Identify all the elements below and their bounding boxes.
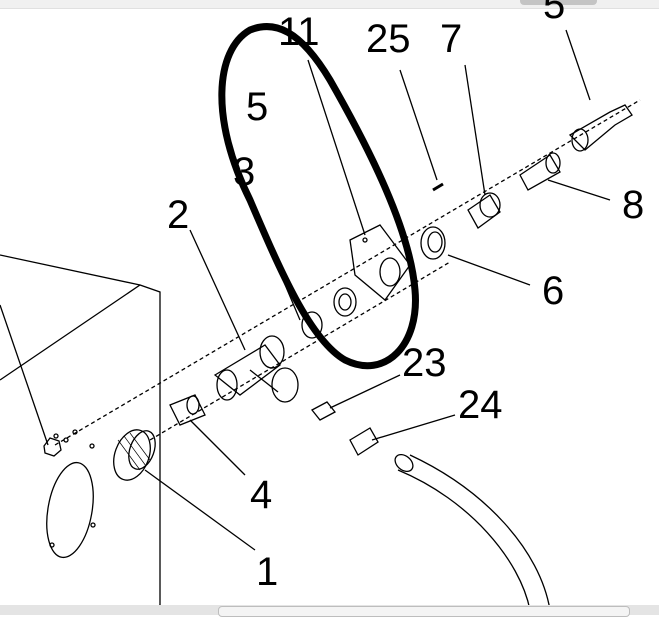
label-part-25: 25 — [366, 17, 411, 61]
hose — [394, 453, 551, 611]
part-8-fitting — [519, 152, 561, 191]
label-part-23: 23 — [402, 341, 447, 385]
scrollbar-thumb[interactable] — [218, 606, 630, 617]
assembly-axis-lower — [149, 261, 451, 441]
part-5-top-fitting — [568, 104, 633, 152]
label-part-5: 5 — [246, 85, 268, 129]
housing-box — [0, 254, 161, 613]
label-part-8: 8 — [622, 183, 644, 227]
part-23-nut — [311, 401, 336, 421]
part-6-nut — [420, 226, 446, 260]
horizontal-scrollbar-bottom[interactable] — [0, 605, 659, 617]
part-24-nipple — [349, 427, 379, 456]
leader-lines — [144, 29, 611, 551]
hand-drawn-loop-annotation — [218, 23, 419, 369]
part-4-spacer — [169, 394, 206, 426]
part-2-tee — [213, 335, 299, 403]
label-part-11: 11 — [278, 10, 320, 54]
part-1-knurled-nut — [113, 429, 156, 481]
label-part-4: 4 — [250, 473, 272, 517]
part-11-bracket — [349, 224, 411, 301]
label-part-1: 1 — [256, 550, 278, 594]
scrollbar-thumb[interactable] — [520, 0, 597, 5]
label-part-3: 3 — [233, 150, 255, 194]
part-5-washer — [333, 287, 357, 317]
label-part-24: 24 — [458, 383, 503, 427]
label-part-6: 6 — [542, 269, 564, 313]
part-3-washer — [301, 311, 323, 339]
label-part-2: 2 — [167, 193, 189, 237]
label-part-7: 7 — [440, 17, 462, 61]
part-7-fitting — [467, 192, 501, 229]
label-part-5-top: 5 — [543, 0, 565, 27]
assembly-axis-upper — [54, 99, 641, 446]
part-25-screw — [432, 182, 444, 192]
horizontal-scrollbar-top[interactable] — [0, 0, 659, 9]
